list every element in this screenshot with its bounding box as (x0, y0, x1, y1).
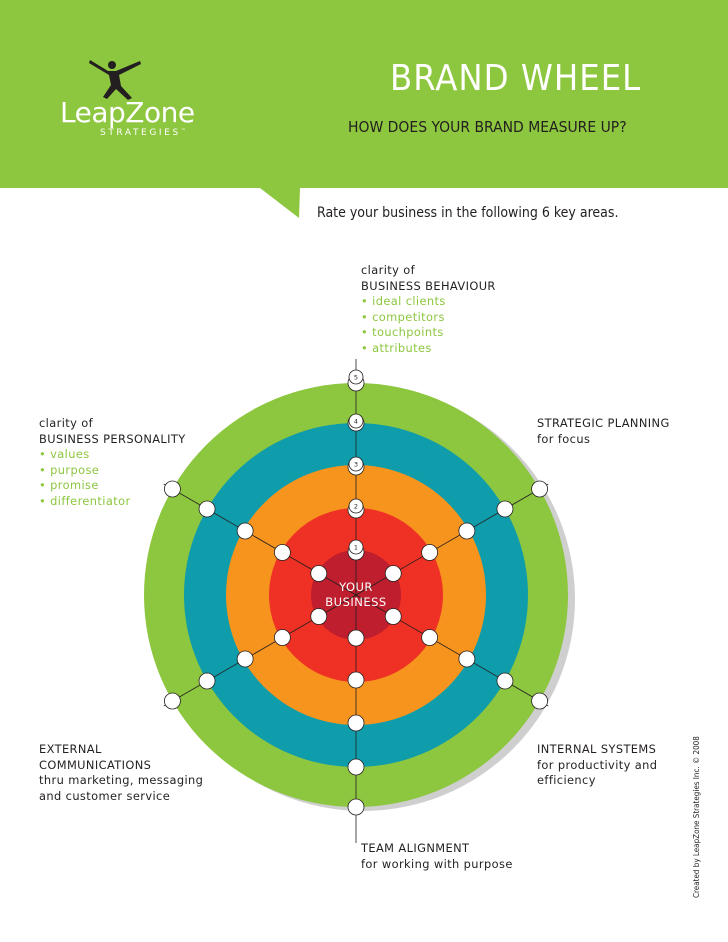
scale-marker-4 (348, 413, 364, 429)
center-label-line-1: YOUR (338, 580, 373, 594)
rating-node (421, 629, 439, 646)
rating-node (164, 480, 181, 498)
rating-node (531, 480, 548, 498)
scale-label-3: 3 (354, 461, 358, 469)
rating-node (347, 758, 365, 776)
area-heading: STRATEGIC PLANNING (537, 416, 670, 430)
area-heading: BUSINESS PERSONALITY (39, 431, 186, 446)
intro-text: Rate your business in the following 6 ke… (317, 205, 619, 221)
area-heading: BUSINESS BEHAVIOUR (361, 278, 496, 293)
scale-markers: 1 2 3 4 5 (348, 369, 364, 555)
rating-node (164, 692, 181, 710)
rating-node (236, 650, 254, 668)
rating-node (458, 522, 476, 540)
rating-node (347, 629, 365, 647)
area-bullet: • touchpoints (361, 325, 444, 340)
rating-node (198, 672, 216, 690)
area-line: clarity of (39, 416, 94, 430)
area-internal-systems: INTERNAL SYSTEMS for productivity and ef… (537, 742, 657, 789)
rating-node (273, 544, 291, 561)
rating-node (310, 608, 328, 625)
scale-marker-5 (348, 369, 364, 385)
area-line: for focus (537, 431, 591, 446)
area-bullet: • differentiator (39, 493, 131, 508)
copyright-credit: Created by LeapZone Strategies Inc. © 20… (692, 736, 701, 898)
area-bullet: • values (39, 447, 90, 462)
area-heading: EXTERNAL (39, 742, 102, 756)
rating-node (531, 692, 548, 710)
area-line: thru marketing, messaging (39, 773, 204, 788)
rating-node (458, 650, 476, 668)
page-title: BRAND WHEEL (390, 58, 642, 99)
header-banner (0, 0, 728, 218)
logo-wordmark: LeapZone (60, 96, 195, 129)
area-business-personality: clarity of BUSINESS PERSONALITY • values… (39, 416, 186, 510)
area-business-behaviour: clarity of BUSINESS BEHAVIOUR • ideal cl… (361, 263, 496, 357)
area-line: for working with purpose (361, 856, 513, 871)
header-banner-shape (0, 0, 728, 218)
scale-marker-1 (348, 539, 364, 555)
leaping-figure-icon (89, 60, 141, 100)
area-bullet: • ideal clients (361, 294, 446, 309)
area-line: and customer service (39, 788, 171, 803)
area-line: efficiency (537, 773, 596, 788)
area-heading: COMMUNICATIONS (39, 757, 152, 772)
scale-label-5: 5 (354, 374, 358, 382)
area-strategic-planning: STRATEGIC PLANNING for focus (537, 416, 670, 447)
area-bullet: • purpose (39, 462, 100, 477)
area-heading: TEAM ALIGNMENT (361, 841, 470, 855)
scale-marker-3 (348, 456, 364, 472)
logo-tagline: STRATEGIES™ (100, 128, 186, 138)
rating-node (310, 565, 328, 582)
area-team-alignment: TEAM ALIGNMENT for working with purpose (361, 841, 513, 872)
rating-node (496, 500, 514, 518)
rating-node (347, 714, 365, 732)
area-heading: INTERNAL SYSTEMS (537, 742, 657, 756)
rating-node (384, 608, 402, 625)
rating-node (198, 500, 216, 518)
rating-nodes (164, 374, 548, 816)
area-bullet: • attributes (361, 340, 432, 355)
area-external-communications: EXTERNAL COMMUNICATIONS thru marketing, … (39, 742, 203, 804)
rating-node (273, 629, 291, 646)
rating-node (347, 798, 365, 816)
scale-label-2: 2 (354, 503, 358, 511)
rating-node (384, 565, 402, 582)
area-line: for productivity and (537, 757, 658, 772)
page-subtitle: HOW DOES YOUR BRAND MEASURE UP? (348, 118, 627, 136)
area-bullet: • competitors (361, 309, 445, 324)
area-line: clarity of (361, 263, 416, 277)
area-bullet: • promise (39, 478, 99, 493)
rating-node (496, 672, 514, 690)
scale-marker-2 (348, 498, 364, 514)
rating-node (347, 671, 365, 689)
center-label-line-2: BUSINESS (325, 595, 386, 609)
scale-label-1: 1 (354, 544, 358, 552)
scale-label-4: 4 (354, 418, 358, 426)
rating-node (236, 522, 254, 540)
rating-node (421, 544, 439, 561)
